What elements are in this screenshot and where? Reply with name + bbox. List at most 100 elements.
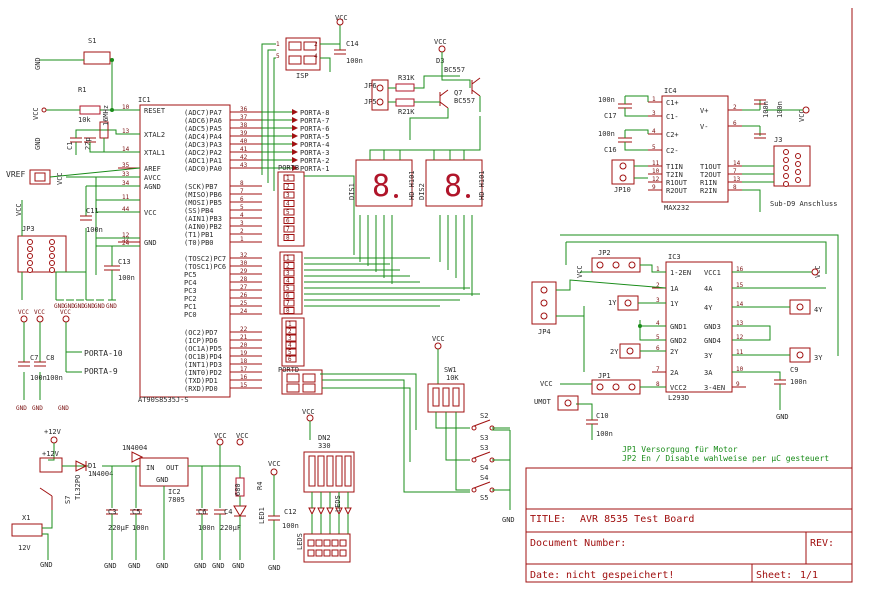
button-ref: S5 xyxy=(480,494,488,502)
connector-pin-number: 6 xyxy=(286,218,290,225)
button-lever xyxy=(473,451,491,459)
ic3-pin-name: 1A xyxy=(670,285,679,293)
display-dis1[interactable]: 8 DIS1 HD-H101 xyxy=(348,159,416,207)
vcc-jp3: VCC xyxy=(15,203,23,216)
ic1-pin-name: (ADC7)PA7 xyxy=(184,109,222,117)
q7-val: BC557 xyxy=(454,97,475,105)
jp4-header[interactable]: JP4 xyxy=(531,279,667,336)
ic1-pin-number: 38 xyxy=(240,122,248,129)
ic1-pin-number: 35 xyxy=(122,162,130,169)
connector-pin-number: 8 xyxy=(286,308,290,315)
vcc-sw1: VCC xyxy=(432,335,445,343)
c3-ref: C3 xyxy=(108,508,116,516)
motor-outputs[interactable]: 1Y 2Y 4Y 3Y VCC C9 100n GND xyxy=(608,265,826,421)
ic1-pin-number: 25 xyxy=(240,300,248,307)
display-dis2[interactable]: 8 DIS2 HD-H101 xyxy=(418,159,486,207)
connector-pin xyxy=(283,234,295,241)
ic4-pin-number: 11 xyxy=(652,160,660,167)
jp2-header[interactable]: JP2 VCC xyxy=(565,242,666,278)
ic1-pin-number: 24 xyxy=(240,308,248,315)
ic4-pin-number: 8 xyxy=(733,184,737,191)
porta-label: PORTA-6 xyxy=(300,125,330,133)
ic4-pin-number: 3 xyxy=(652,110,656,117)
jp6-ref: JP6 xyxy=(364,82,377,90)
subd-pin xyxy=(783,165,789,171)
ic1-pin-name: AREF xyxy=(144,165,161,173)
button-lever xyxy=(473,419,491,427)
connector-pin xyxy=(285,334,297,342)
c4-val: 220µF xyxy=(220,524,241,532)
gnd-xtal: GND xyxy=(34,137,42,150)
ic1-pin-name: (ADC6)PA6 xyxy=(184,117,222,125)
gnd-text: GND xyxy=(128,562,141,570)
r4-ref: R4 xyxy=(256,482,264,490)
svg-text:4: 4 xyxy=(314,53,318,60)
svg-text:8: 8 xyxy=(444,169,462,204)
ic3-pin-number: 15 xyxy=(736,282,744,289)
c7-ref: C7 xyxy=(30,354,38,362)
c7-c8-section[interactable]: C7 100n C8 100n PORTA-10 PORTA-9 xyxy=(18,322,123,400)
gnd-text: GND xyxy=(194,562,207,570)
ic1-pin-number: 17 xyxy=(240,366,248,373)
ic1-pin-name: PC2 xyxy=(184,295,197,303)
c5-val: 100n xyxy=(132,524,149,532)
ic1-pin-name: PC1 xyxy=(184,303,197,311)
ic1-pin-number: 20 xyxy=(240,342,248,349)
ic1-pin-number: 10 xyxy=(122,104,130,111)
jp10-ref: JP10 xyxy=(614,186,631,194)
ic1-pin-number: 30 xyxy=(240,260,248,267)
connector-pin xyxy=(285,355,297,363)
resistor-network-element xyxy=(335,455,343,487)
led-bar-section[interactable]: VCC DN2 330 LEDS LEDS VCC C12 100n GND xyxy=(268,408,355,572)
ic1-pin-name: (ADC1)PA1 xyxy=(184,157,222,165)
ic1-pin-name: (ADC4)PA4 xyxy=(184,133,222,141)
ic1-pin-number: 40 xyxy=(240,138,248,145)
sw1-dip-switch[interactable]: VCC SW1 10K xyxy=(320,335,470,493)
jp1-header[interactable]: JP1 VCC UMOT C10 100n xyxy=(534,372,666,440)
ic1-pin-number: 22 xyxy=(240,326,248,333)
c10-ref: C10 xyxy=(596,412,609,420)
vcc-dn2: VCC xyxy=(302,408,315,416)
connector-pin-number: 7 xyxy=(286,300,290,307)
rxtx-connector[interactable] xyxy=(281,369,323,395)
subd-pin xyxy=(795,177,801,183)
ic1-pin-number: 16 xyxy=(240,374,248,381)
connector-pin-number: 4 xyxy=(288,342,292,349)
power-supply-section[interactable]: +12V +12V D1 1N4004 S7 TL32PO X1 12V GND… xyxy=(11,428,266,570)
ic1-pin-name: (ADC5)PA5 xyxy=(184,125,222,133)
max232-caps[interactable]: 100n C17 100n C16 100n 100n VCC xyxy=(598,95,810,154)
ic1-pin-number: 44 xyxy=(122,206,130,213)
vref-section[interactable]: VREF VCC xyxy=(6,167,141,275)
ic3-part: L293D xyxy=(668,394,689,402)
ic1-right-pins: 36(ADC7)PA737(ADC6)PA638(ADC5)PA539(ADC4… xyxy=(184,106,262,393)
led-header-pin xyxy=(331,539,339,547)
ic1-pin-number: 39 xyxy=(240,130,248,137)
digit-driver-section[interactable]: D3 BC557 VCC Q7 BC557 JP6 JP5 R3 1K R2 1… xyxy=(364,38,481,140)
ic4-pin-name: C2+ xyxy=(666,131,679,139)
resistor-network-element xyxy=(344,455,352,487)
ic1-pin-name: (AIN0)PB2 xyxy=(184,223,222,231)
gnd-text: GND xyxy=(232,562,245,570)
jp10-header[interactable]: JP10 xyxy=(611,159,648,194)
decoupling-ic1[interactable]: C11 100n C13 100n xyxy=(80,186,140,300)
ic3-pin-number: 14 xyxy=(736,301,744,308)
connector-pin xyxy=(283,284,295,292)
porta-net-labels: PORTA-8PORTA-7PORTA-6PORTA-5PORTA-4PORTA… xyxy=(262,109,330,173)
ic1-pin-name: (TOSC1)PC6 xyxy=(184,263,226,271)
reset-section[interactable]: S1 GND R1 10k VCC C1 22p 16MHz GND xyxy=(32,37,140,155)
jp3-header[interactable]: JP3 VCC xyxy=(15,200,86,300)
ic4-pin-name: C2- xyxy=(666,147,679,155)
vcc-ic4: VCC xyxy=(798,109,806,122)
subd9-connector[interactable]: J3 Sub-D9 Anschluss xyxy=(742,136,837,212)
porta-label: PORTA-4 xyxy=(300,141,330,149)
ic1-pin-number: 15 xyxy=(240,382,248,389)
isp-header[interactable]: ISP 21 45 xyxy=(276,37,321,80)
porta-arrow xyxy=(292,133,298,139)
